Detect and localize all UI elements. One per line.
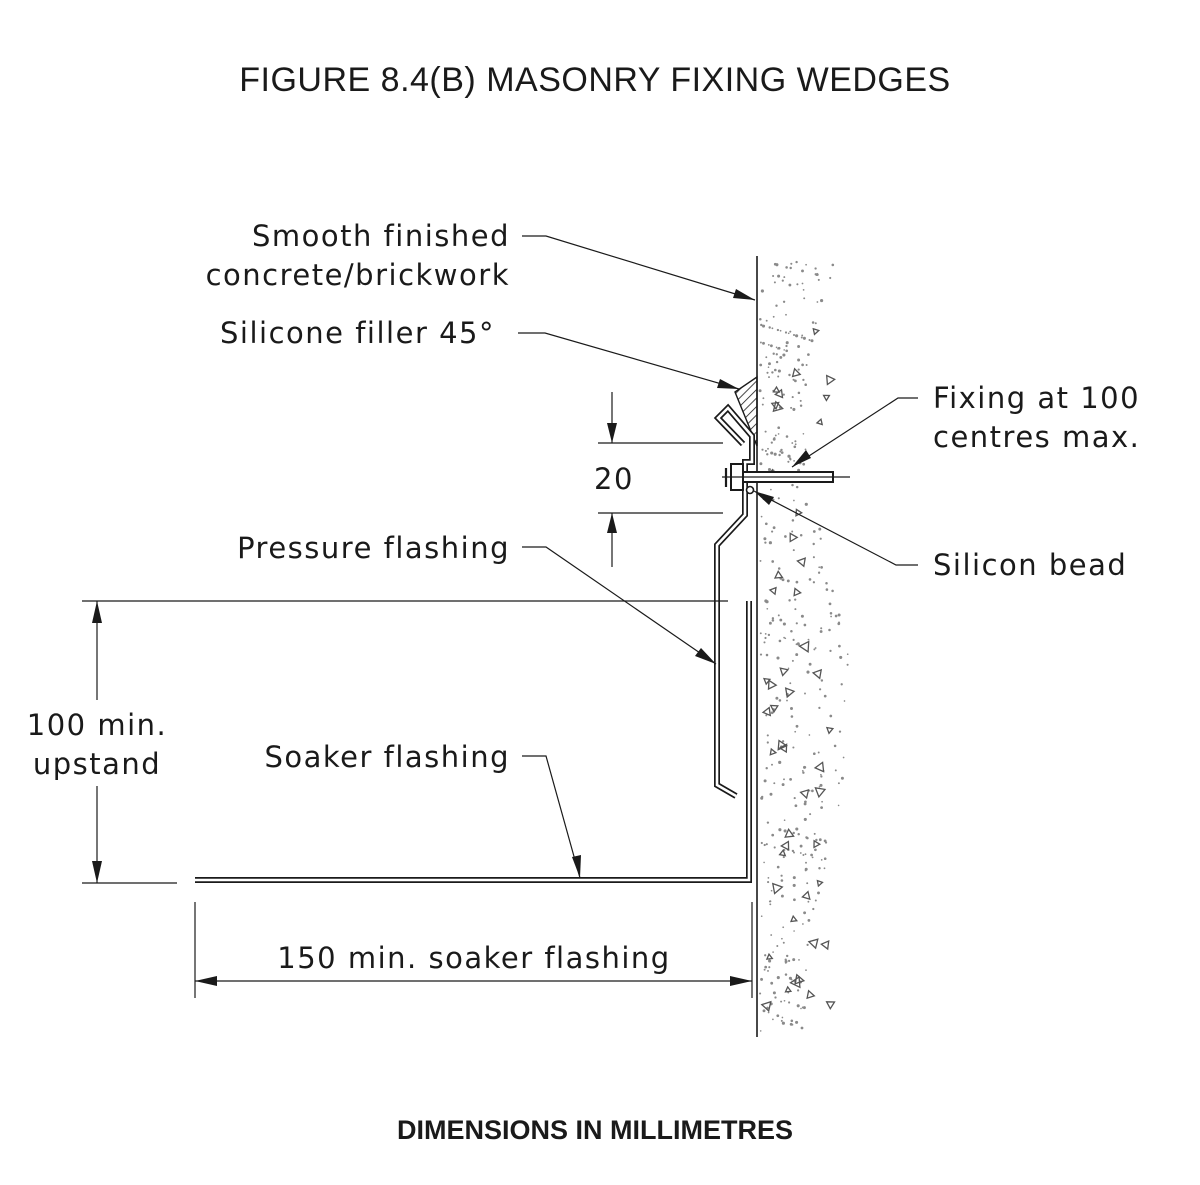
dimensions-note: DIMENSIONS IN MILLIMETRES [397, 1115, 793, 1145]
wall-label-line1: Smooth finished [252, 219, 510, 253]
dimension-20 [598, 392, 723, 567]
fixing-label-line2: centres max. [933, 420, 1140, 454]
soaker-dimension-label: 150 min. soaker flashing [277, 941, 670, 975]
filler-label: Silicone filler 45° [220, 316, 495, 350]
wall-leader [522, 235, 756, 301]
soaker-flashing [195, 601, 752, 883]
upstand-label-line1: 100 min. [27, 708, 167, 742]
soaker-leader [522, 755, 581, 879]
filler-leader [518, 332, 740, 390]
fixing-leader [791, 397, 918, 468]
pressure-flashing [713, 403, 755, 799]
bead-label: Silicon bead [933, 548, 1127, 582]
fixing-label-line1: Fixing at 100 [933, 381, 1140, 415]
upstand-label-line2: upstand [33, 747, 161, 781]
silicone-filler-wedge [734, 375, 758, 447]
wall-label-line2: concrete/brickwork [206, 258, 510, 292]
pressure-label: Pressure flashing [237, 531, 510, 565]
dimension-soaker [194, 902, 753, 998]
fixing-bolt [722, 463, 850, 495]
dimension-upstand [82, 600, 728, 884]
concrete-texture [758, 260, 849, 1032]
bead-leader [753, 490, 918, 566]
figure-title: FIGURE 8.4(B) MASONRY FIXING WEDGES [239, 61, 950, 99]
dimension-20-label: 20 [594, 462, 634, 496]
pressure-leader [522, 546, 717, 665]
silicon-bead [745, 485, 755, 495]
soaker-label: Soaker flashing [264, 740, 510, 774]
